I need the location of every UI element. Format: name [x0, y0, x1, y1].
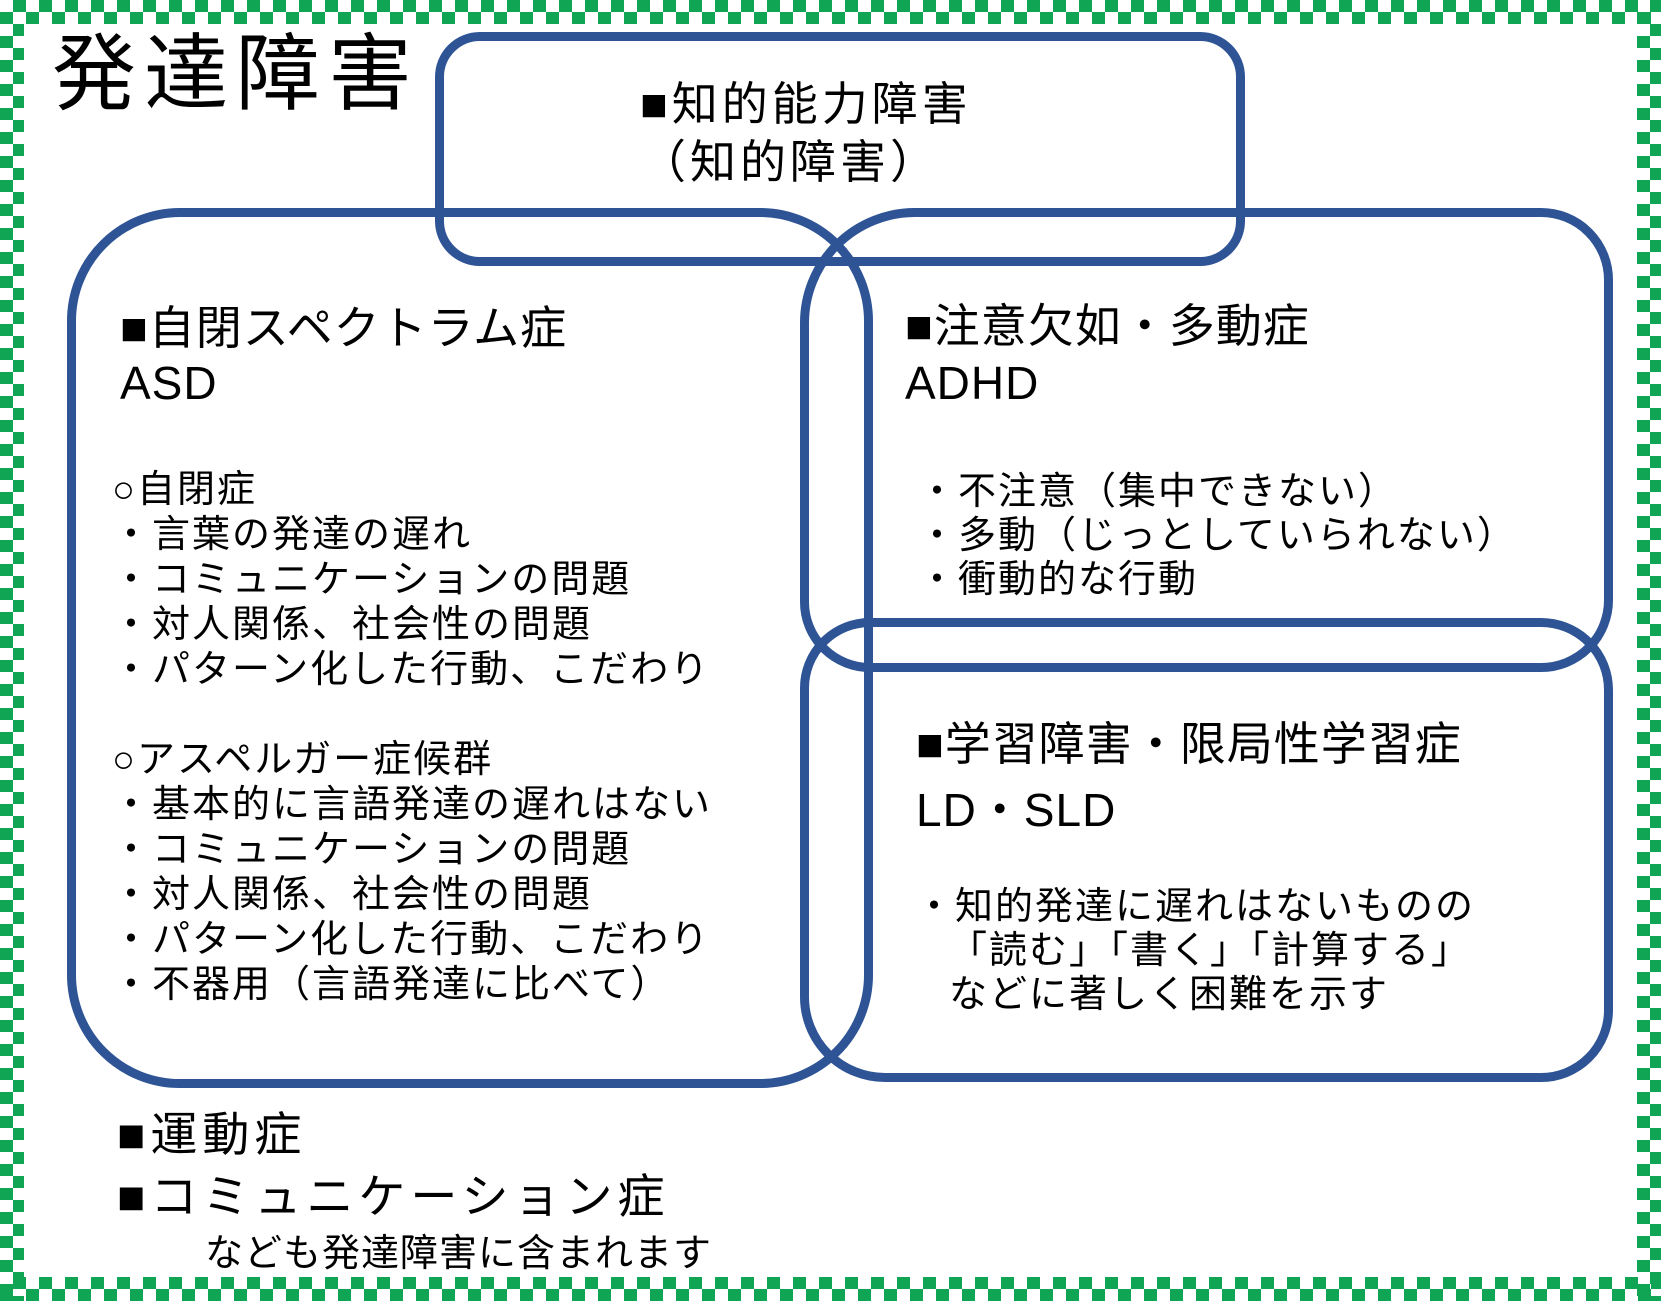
list-item: ・多動（じっとしていられない）	[918, 515, 1517, 557]
list-item: ■コミュニケーション症	[117, 1170, 670, 1223]
footer-other-disorders: ■運動症 ■コミュニケーション症	[117, 1096, 670, 1223]
subheading-text: （知的障害）	[640, 136, 940, 188]
frame-border-left	[0, 0, 24, 1301]
heading-text: ■知的能力障害	[640, 78, 972, 130]
heading-text: ■学習障害・限局性学習症	[916, 718, 1462, 770]
list-item: ・基本的に言語発達の遅れはない	[112, 784, 713, 826]
group-items: ・言葉の発達の遅れ・コミュニケーションの問題・対人関係、社会性の問題・パターン化…	[112, 503, 712, 691]
list-item: ・コミュニケーションの問題	[112, 829, 632, 871]
list-item: ■運動症	[117, 1108, 307, 1161]
asd-detail-list: ○自閉症 ・言葉の発達の遅れ・コミュニケーションの問題・対人関係、社会性の問題・…	[112, 458, 713, 1006]
frame-border-bottom	[0, 1277, 1661, 1301]
abbr-text: LD・SLD	[916, 784, 1117, 836]
adhd-heading: ■注意欠如・多動症 ADHD	[905, 290, 1310, 422]
list-item: ・不器用（言語発達に比べて）	[112, 964, 671, 1006]
heading-text: ■注意欠如・多動症	[905, 300, 1310, 352]
list-item: ・パターン化した行動、こだわり	[112, 919, 711, 961]
box-ld-sld: ■学習障害・限局性学習症 LD・SLD ・知的発達に遅れはないものの「読む」「書…	[800, 618, 1613, 1082]
list-item: ・不注意（集中できない）	[918, 471, 1399, 513]
ld-detail-list: ・知的発達に遅れはないものの「読む」「書く」「計算する」などに著しく困難を示す	[915, 875, 1476, 1016]
heading-text: ■自閉スペクトラム症	[120, 302, 568, 354]
footer-note: なども発達障害に含まれます	[205, 1233, 713, 1275]
list-item: などに著しく困難を示す	[949, 974, 1390, 1016]
group-label: ○自閉症	[112, 469, 257, 511]
list-item: 「読む」「書く」「計算する」	[949, 930, 1472, 972]
list-item: ・パターン化した行動、こだわり	[112, 649, 711, 691]
list-item: ・衝動的な行動	[918, 559, 1199, 601]
asd-group-autism: ○自閉症 ・言葉の発達の遅れ・コミュニケーションの問題・対人関係、社会性の問題・…	[112, 458, 712, 691]
frame-border-right	[1637, 0, 1661, 1301]
asd-heading: ■自閉スペクトラム症 ASD	[120, 292, 567, 420]
abbr-text: ASD	[120, 357, 218, 409]
group-label: ○アスペルガー症候群	[112, 739, 494, 781]
frame-border-top	[0, 0, 1661, 24]
intellectual-disability-heading: ■知的能力障害 （知的障害）	[640, 68, 972, 188]
list-item: ・言葉の発達の遅れ	[112, 514, 473, 556]
group-items: ・基本的に言語発達の遅れはない・コミュニケーションの問題・対人関係、社会性の問題…	[112, 773, 713, 1006]
box-asd: ■自閉スペクトラム症 ASD ○自閉症 ・言葉の発達の遅れ・コミュニケーションの…	[67, 208, 873, 1088]
list-item: ・知的発達に遅れはないものの	[915, 886, 1476, 928]
asd-group-asperger: ○アスペルガー症候群 ・基本的に言語発達の遅れはない・コミュニケーションの問題・…	[112, 728, 713, 1006]
page-title: 発達障害	[52, 27, 421, 121]
box-adhd: ■注意欠如・多動症 ADHD ・不注意（集中できない）・多動（じっとしていられな…	[800, 208, 1613, 672]
adhd-detail-list: ・不注意（集中できない）・多動（じっとしていられない）・衝動的な行動	[918, 460, 1517, 601]
abbr-text: ADHD	[905, 357, 1040, 409]
ld-heading: ■学習障害・限局性学習症 LD・SLD	[916, 708, 1462, 840]
list-item: ・コミュニケーションの問題	[112, 559, 632, 601]
